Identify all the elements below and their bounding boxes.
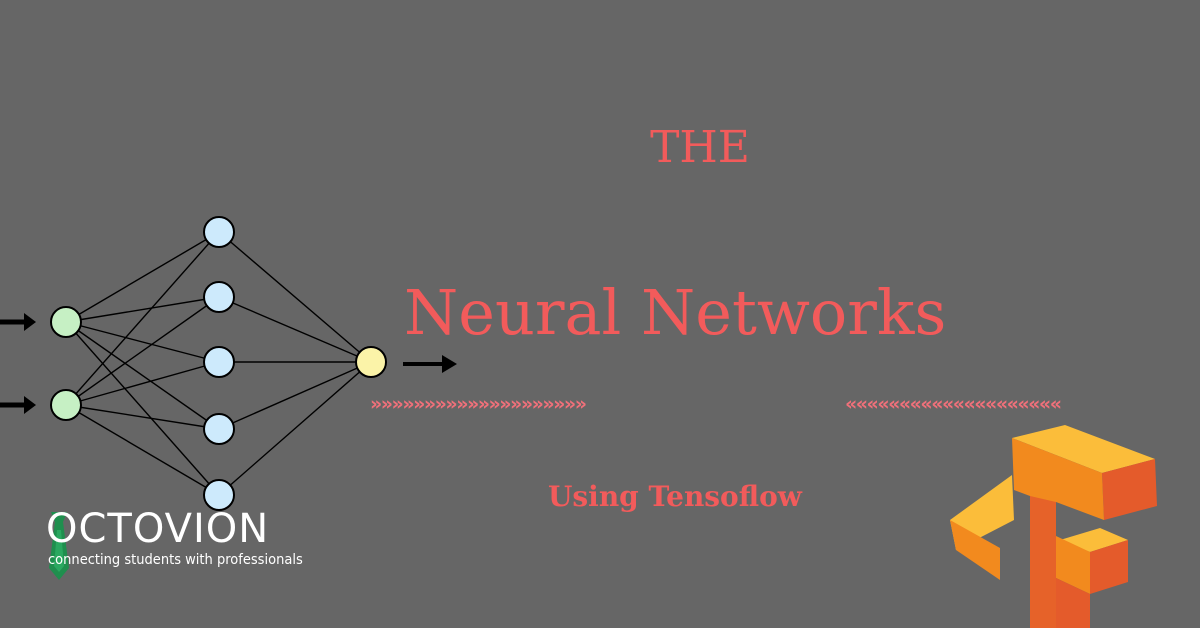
hidden-layer — [203, 216, 235, 511]
chevron-decoration-right: »»»»»»»»»»»»»»»»»»»» — [370, 393, 587, 415]
input-node — [50, 306, 82, 338]
output-node — [355, 346, 387, 378]
subtitle: Using Tensoflow — [548, 480, 802, 513]
chevron-decoration-left: «««««««««««««««««««« — [845, 393, 1062, 415]
hidden-node — [203, 479, 235, 511]
hidden-node — [203, 216, 235, 248]
output-layer — [355, 346, 387, 378]
input-node — [50, 389, 82, 421]
title-prefix: THE — [650, 122, 750, 173]
hidden-node — [203, 346, 235, 378]
hidden-node — [203, 281, 235, 313]
brand-logo-text: OCTOVION — [46, 506, 270, 552]
output-arrow — [403, 355, 457, 373]
network-edges — [65, 231, 372, 496]
page-title: Neural Networks — [404, 276, 947, 349]
input-arrow-1 — [0, 313, 36, 331]
input-arrow-2 — [0, 396, 36, 414]
input-layer — [50, 306, 82, 421]
hidden-node — [203, 413, 235, 445]
brand-tagline: connecting students with professionals — [48, 552, 303, 568]
tie-icon — [49, 512, 69, 580]
